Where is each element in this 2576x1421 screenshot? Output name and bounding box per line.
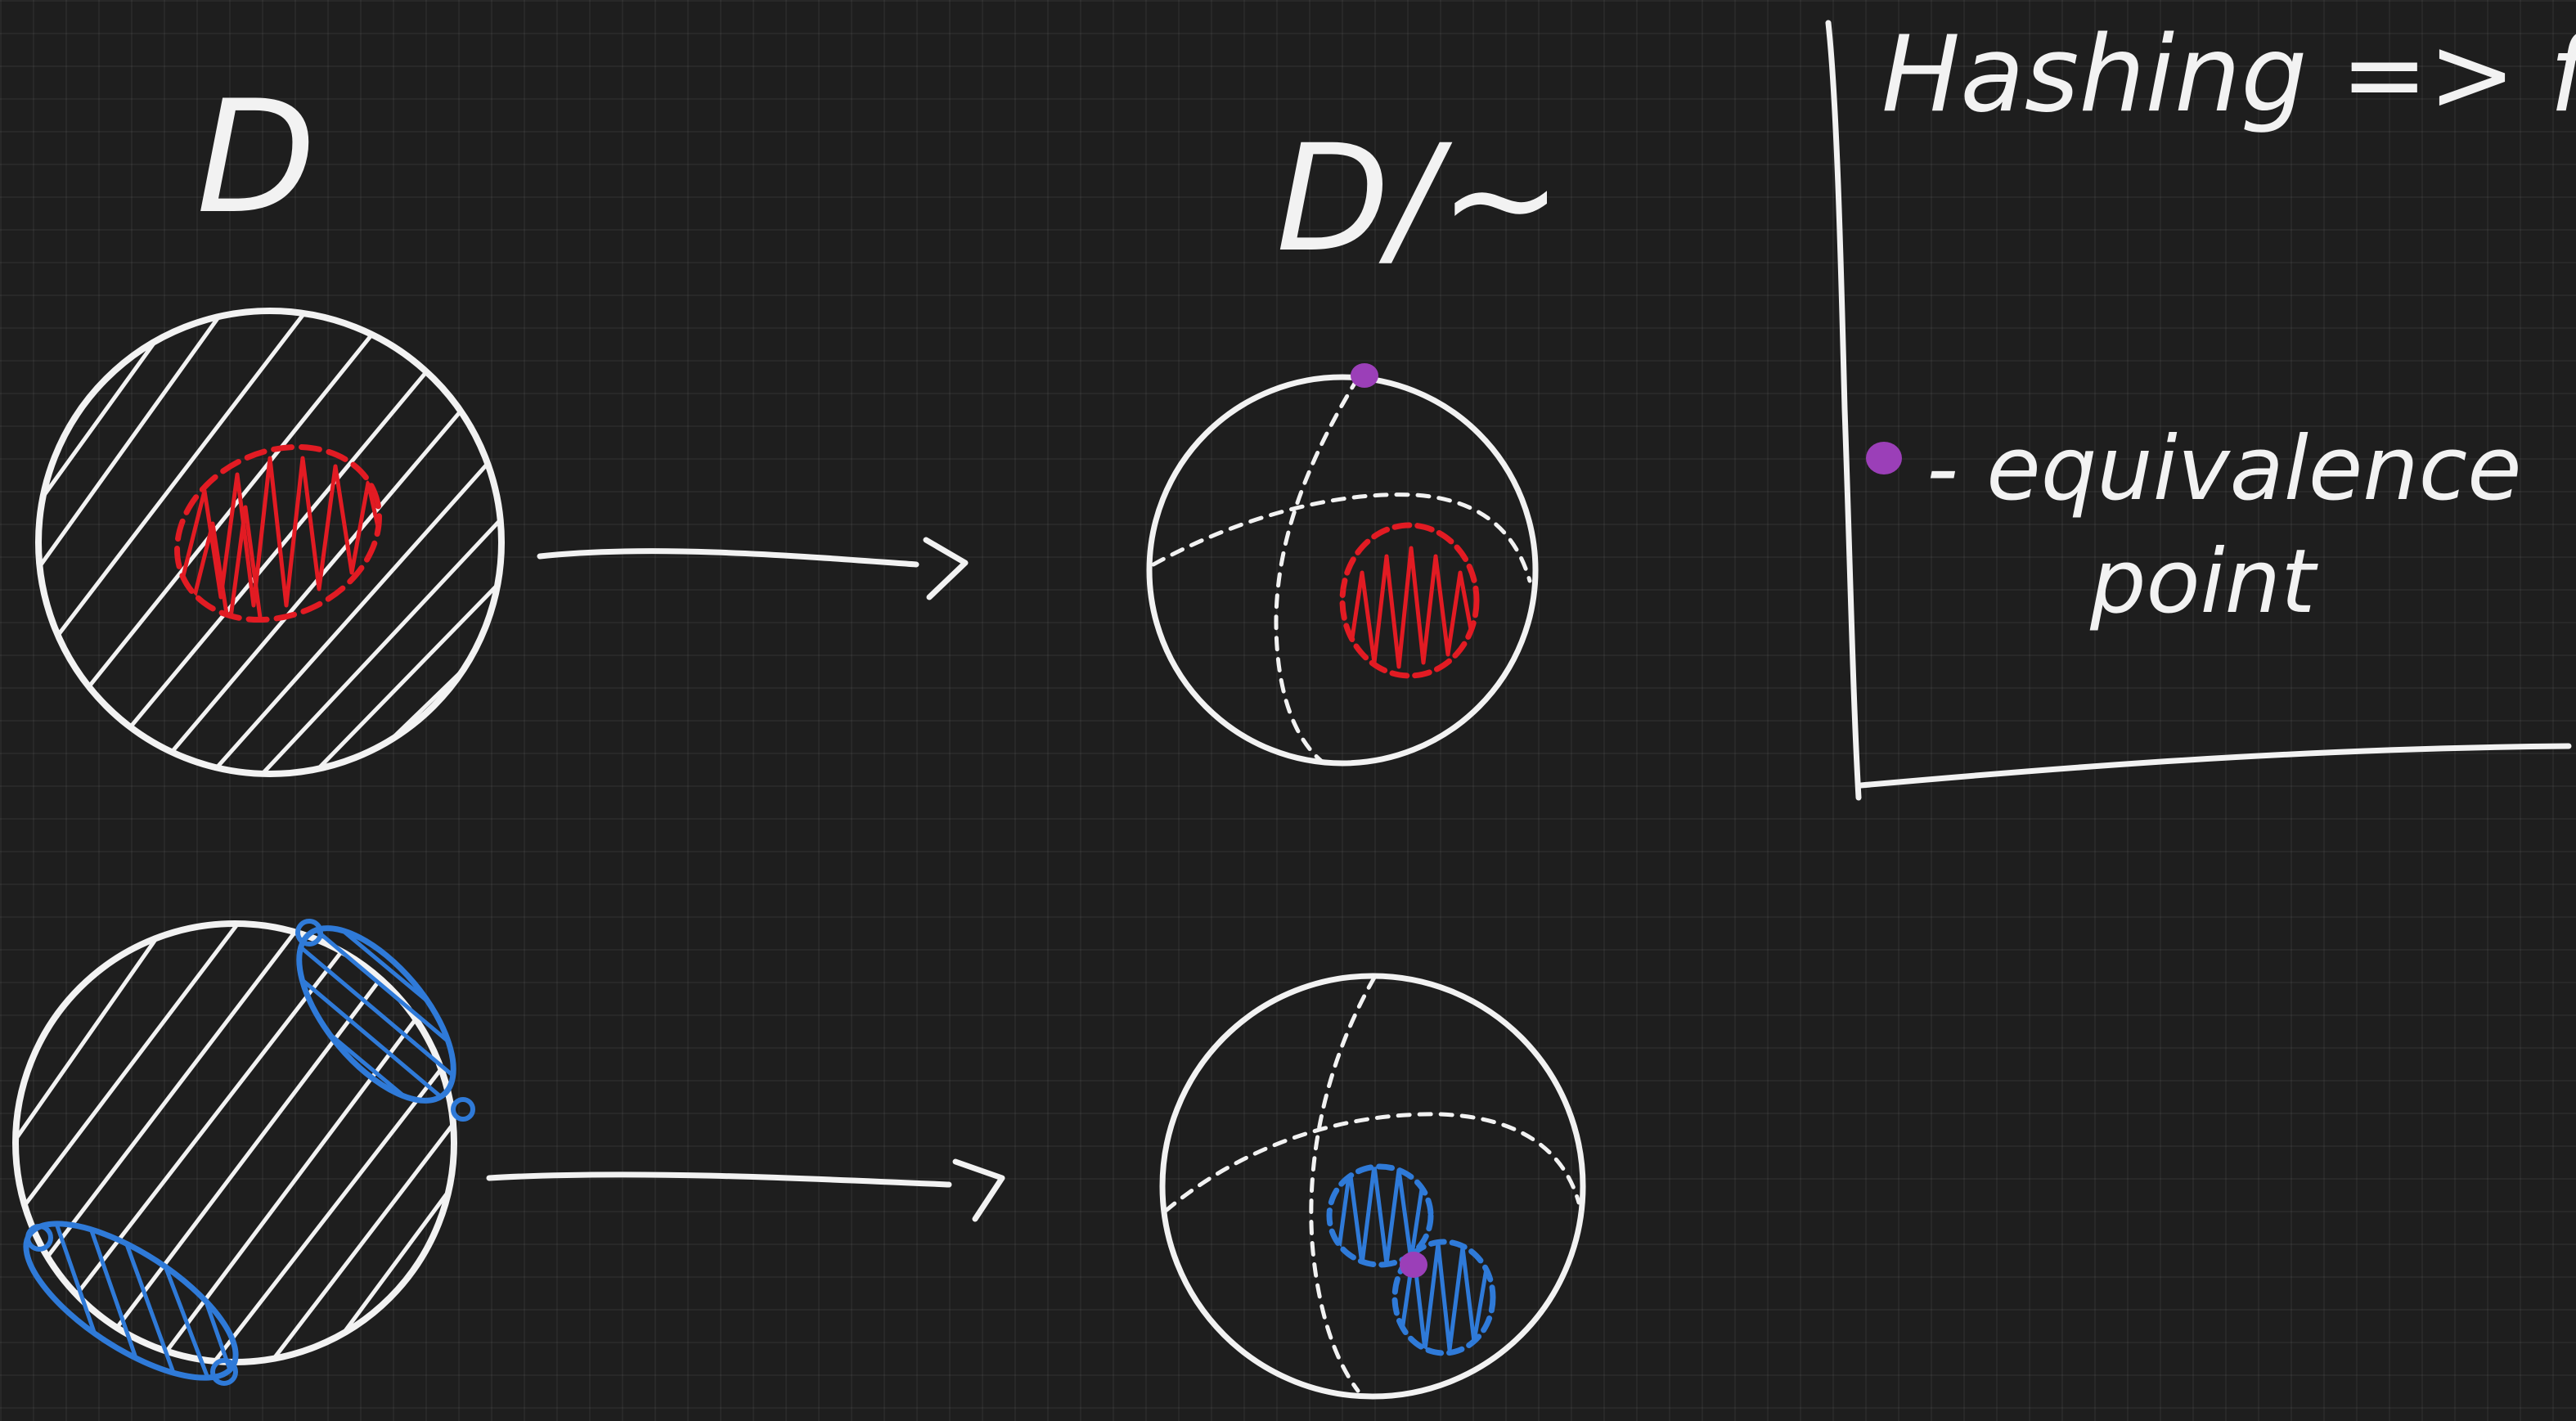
arrow-top [537, 537, 969, 600]
legend-text-line2: point [2089, 531, 2318, 633]
label-domain-quotient: D/~ [1276, 114, 1562, 285]
label-domain-d: D [196, 67, 316, 248]
legend-equivalence-point-icon [1866, 442, 1902, 474]
note-bracket-horizontal [1858, 743, 2572, 789]
equivalence-point-bottom-icon [1400, 1252, 1427, 1278]
legend-text-line1: - equivalence [1926, 418, 2522, 520]
note-title: Hashing => filled [1881, 14, 2576, 136]
note-bracket-vertical [1825, 20, 1862, 801]
domain-bottom-left [12, 919, 482, 1393]
equivalence-point-top-icon [1351, 363, 1378, 388]
arrow-bottom [486, 1158, 1005, 1222]
quotient-sphere-bottom [1159, 973, 1586, 1400]
domain-top-left [35, 308, 505, 777]
quotient-sphere-top [1146, 363, 1539, 767]
